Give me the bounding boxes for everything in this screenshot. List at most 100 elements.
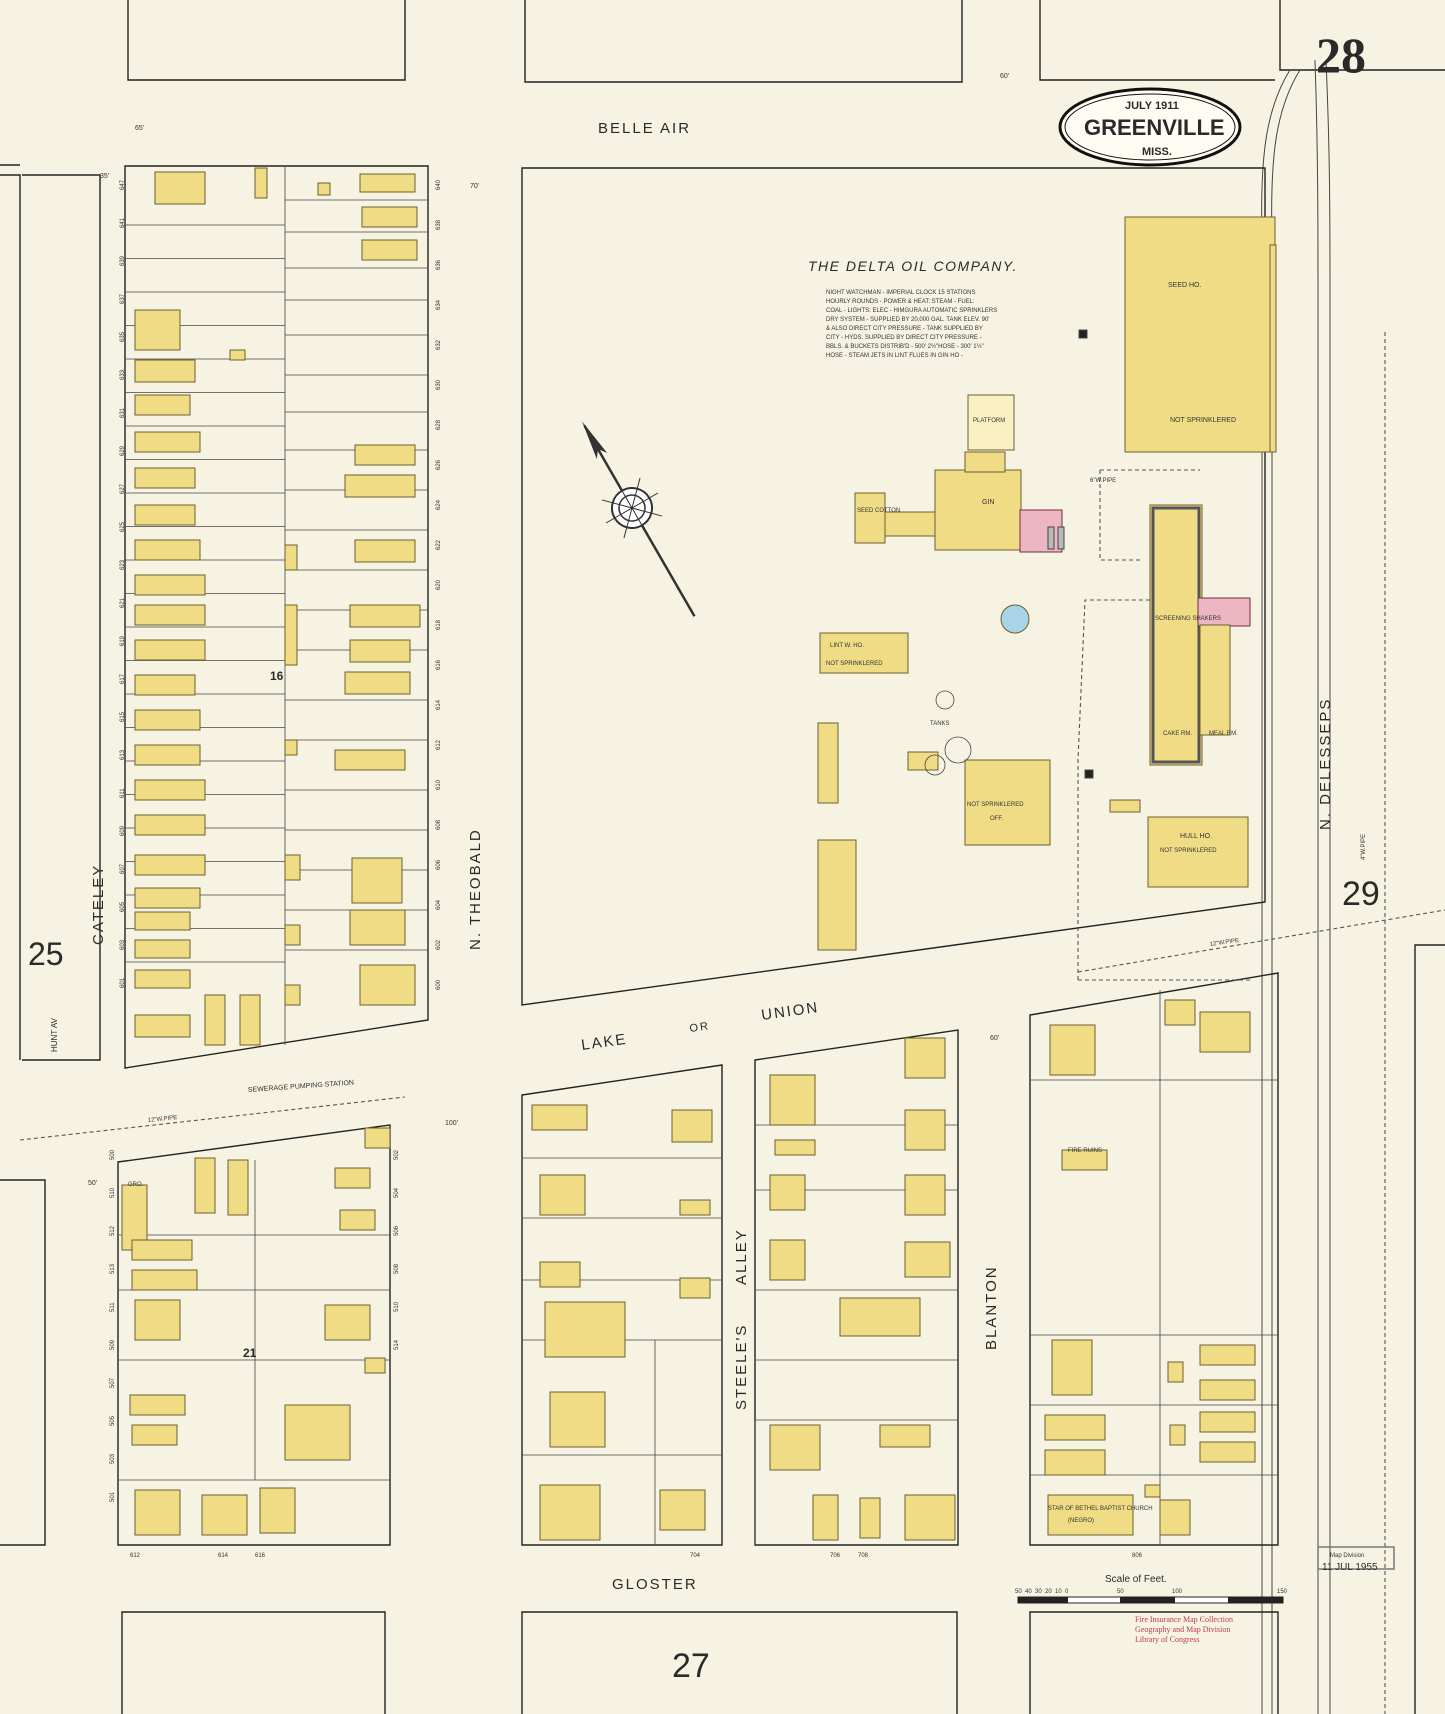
dwelling xyxy=(134,674,196,696)
block-blanton-east xyxy=(1029,972,1279,1546)
dimension-label: 70' xyxy=(470,183,479,190)
dwelling xyxy=(539,1484,601,1541)
street-steeles: STEELE'S xyxy=(733,1324,750,1410)
label-cake-rm: CAKE RM. xyxy=(1163,731,1192,737)
company-note-line: DRY SYSTEM - SUPPLIED BY 20,000 GAL. TAN… xyxy=(826,317,989,323)
lot-number: 628 xyxy=(436,419,442,430)
adjacent-sheet-25: 25 xyxy=(28,936,64,972)
label-seed-cotton: SEED COTTON xyxy=(857,508,900,514)
dwelling xyxy=(227,1159,249,1216)
dwelling xyxy=(131,1239,193,1261)
scale-tick: 20 xyxy=(1045,1589,1052,1595)
scale-tick: 100 xyxy=(1172,1589,1183,1595)
street-cateley: CATELEY xyxy=(90,864,107,945)
lot-number: 639 xyxy=(120,255,126,266)
dwelling xyxy=(134,359,196,383)
block-21 xyxy=(117,1124,391,1546)
dwelling xyxy=(769,1174,806,1211)
label-lint-not-sprinklered: NOT SPRINKLERED xyxy=(826,661,883,667)
lot-number: 601 xyxy=(120,977,126,988)
label-tanks: TANKS xyxy=(930,721,950,727)
dwelling xyxy=(1061,1149,1108,1171)
outbuilding xyxy=(284,604,298,666)
dwelling xyxy=(1047,1494,1134,1536)
lot-number: 501 xyxy=(110,1491,116,1502)
sheet-number: 28 xyxy=(1316,27,1366,83)
dwelling xyxy=(1051,1339,1093,1396)
dwelling xyxy=(539,1174,586,1216)
dwelling xyxy=(1169,1424,1186,1446)
dwelling xyxy=(334,749,406,771)
dwelling xyxy=(859,1497,881,1539)
title-state: MISS. xyxy=(1142,146,1172,158)
dwelling xyxy=(284,1404,351,1461)
dwelling xyxy=(134,639,206,661)
dwelling xyxy=(671,1109,713,1143)
lot-number: 607 xyxy=(120,863,126,874)
dwelling xyxy=(134,939,191,959)
dwelling xyxy=(539,1261,581,1288)
dwelling xyxy=(679,1277,711,1299)
dwelling xyxy=(359,173,416,193)
scale-tick: 150 xyxy=(1277,1589,1288,1595)
dwelling xyxy=(1199,1379,1256,1401)
company-note-line: & ALSO DIRECT CITY PRESSURE - TANK SUPPL… xyxy=(826,326,983,332)
gin-house xyxy=(934,469,1022,551)
lot-number: 502 xyxy=(394,1149,400,1160)
lot-number: 612 xyxy=(436,739,442,750)
lot-number: 615 xyxy=(120,711,126,722)
top-block-edges xyxy=(0,0,1445,1546)
dwelling xyxy=(349,909,406,946)
water-tank xyxy=(1000,604,1030,634)
stamp-division: Map Division xyxy=(1330,1553,1364,1559)
block-number-16: 16 xyxy=(270,669,284,683)
dwelling xyxy=(549,1391,606,1448)
scale-tick: 50 xyxy=(1015,1589,1022,1595)
street-lake: LAKE xyxy=(580,1031,628,1054)
mill-ell-east xyxy=(1199,624,1231,736)
dwelling xyxy=(769,1239,806,1281)
label-office: OFF. xyxy=(990,816,1003,822)
scale-tick: 0 xyxy=(1065,1589,1069,1595)
lot-number: 635 xyxy=(120,331,126,342)
label-seed-not-sprinklered: NOT SPRINKLERED xyxy=(1170,417,1236,424)
lot-number: 608 xyxy=(436,819,442,830)
dwelling xyxy=(1199,1011,1251,1053)
dwellings xyxy=(121,167,1256,1541)
dwelling xyxy=(259,1487,296,1534)
company-note-line: COAL - LIGHTS: ELEC - HIMGURA AUTOMATIC … xyxy=(826,308,997,314)
dwelling xyxy=(334,1167,371,1189)
lot-number: 637 xyxy=(120,293,126,304)
dwelling xyxy=(134,309,181,351)
lot-number: 513 xyxy=(110,1263,116,1274)
dwelling xyxy=(361,206,418,228)
label-fire-ruins: FIRE RUINS xyxy=(1068,1148,1102,1154)
dwelling xyxy=(1199,1441,1256,1463)
block-steeles-east xyxy=(754,1029,959,1546)
stamp-date: 11 JUL 1955 xyxy=(1322,1562,1378,1573)
outbuilding xyxy=(317,182,331,196)
lot-number: 511 xyxy=(110,1302,116,1312)
lot-number: 619 xyxy=(120,635,126,646)
delta-oil-block xyxy=(521,167,1266,1006)
dwelling xyxy=(134,854,206,876)
dwelling xyxy=(134,431,201,453)
dwelling xyxy=(364,1357,386,1374)
seed-house xyxy=(1124,216,1276,453)
lot-number: 602 xyxy=(436,939,442,950)
dwelling xyxy=(774,1139,816,1156)
lot-number: 633 xyxy=(120,369,126,380)
label-church: STAR OF BETHEL BAPTIST CHURCH xyxy=(1048,1506,1153,1512)
dwelling xyxy=(361,239,418,261)
platform xyxy=(967,394,1015,451)
small-shed xyxy=(907,751,939,771)
dwelling xyxy=(904,1494,956,1541)
dwelling xyxy=(1044,1414,1106,1441)
outbuilding xyxy=(284,984,301,1006)
oil-tank-3 xyxy=(924,754,946,776)
lot-number: 506 xyxy=(394,1225,400,1236)
lot-number: 625 xyxy=(120,521,126,532)
lot-number: 509 xyxy=(110,1339,116,1350)
dwelling xyxy=(354,539,416,563)
